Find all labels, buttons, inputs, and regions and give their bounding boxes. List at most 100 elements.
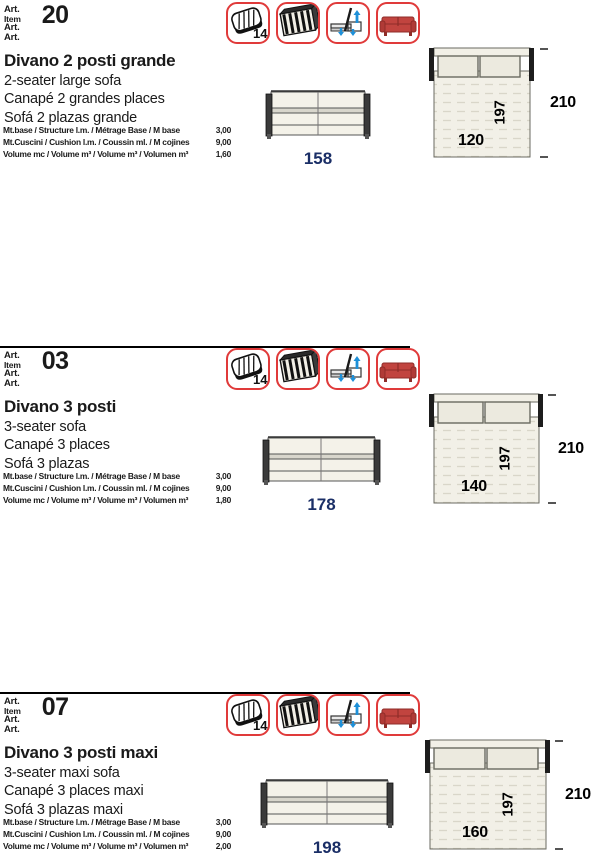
product-name-en: 3-seater maxi sofa (4, 764, 120, 781)
article-label-fr: Art. (4, 368, 20, 380)
sofa-bed-plan-drawing (429, 47, 534, 158)
fabric-stack-icon (276, 694, 320, 736)
article-label-es: Art. (4, 378, 20, 390)
cushion-count: 14 (253, 26, 268, 41)
product-name-en: 2-seater large sofa (4, 72, 122, 89)
front-width-label: 198 (312, 838, 342, 857)
spec-label-cushion: Mt.Cuscini / Cushion l.m. / Coussin ml. … (3, 828, 190, 839)
dimension-tick-top (540, 48, 548, 50)
article-label-fr: Art. (4, 22, 20, 34)
spec-label-volume: Volume mc / Volume m³ / Volume m³ / Volu… (3, 494, 189, 505)
article-label-it: Art. (4, 4, 20, 15)
article-labels: Art. Item Art. Art. (4, 4, 21, 43)
dimension-tick-bottom (555, 848, 563, 850)
plan-total-label: 210 (558, 440, 584, 457)
plan-total-label: 210 (565, 786, 591, 803)
spec-table: Mt.base / Structure l.m. / Métrage Base … (3, 125, 231, 161)
front-elevation: 158 (258, 88, 378, 169)
spec-label-base: Mt.base / Structure l.m. / Métrage Base … (3, 817, 180, 827)
spec-label-cushion: Mt.Cuscini / Cushion l.m. / Coussin ml. … (3, 136, 190, 147)
article-label-es: Art. (4, 724, 20, 736)
product-names: Divano 2 posti grande 2-seater large sof… (4, 50, 176, 127)
product-name-fr: Canapé 2 grandes places (4, 91, 165, 108)
plan-view: 210 197 140 (428, 390, 584, 506)
bed-mechanism-icon (326, 694, 370, 736)
plan-width-label: 160 (462, 824, 488, 841)
spec-row-base: Mt.base / Structure l.m. / Métrage Base … (3, 817, 231, 829)
icon-row: 14 (226, 694, 420, 736)
sofa-bed-plan-drawing (429, 393, 543, 504)
article-label-en: Item (4, 705, 21, 716)
spec-table: Mt.base / Structure l.m. / Métrage Base … (3, 471, 231, 507)
plan-depth-label: 197 (496, 446, 514, 471)
dimension-tick-bottom (548, 502, 556, 504)
product-name-es: Sofá 3 plazas (4, 455, 90, 472)
dimension-tick-bottom (540, 156, 548, 158)
plan-total-label: 210 (550, 94, 576, 111)
front-width-label: 178 (307, 495, 336, 514)
spec-row-volume: Volume mc / Volume m³ / Volume m³ / Volu… (3, 495, 231, 507)
cushion-count: 14 (253, 372, 268, 387)
plan-depth-label: 197 (499, 792, 517, 817)
cushion-icon: 14 (226, 2, 270, 44)
icon-row: 14 (226, 348, 420, 390)
dimension-tick-top (548, 394, 556, 396)
plan-width-label: 120 (458, 132, 484, 149)
article-label-it: Art. (4, 350, 20, 361)
spec-value-volume: 1,60 (215, 148, 232, 159)
product-name-it: Divano 2 posti grande (4, 51, 176, 70)
spec-label-volume: Volume mc / Volume m³ / Volume m³ / Volu… (3, 840, 189, 851)
article-label-es: Art. (4, 32, 20, 44)
spec-row-cushion: Mt.Cuscini / Cushion l.m. / Coussin ml. … (3, 829, 231, 841)
article-label-it: Art. (4, 696, 20, 707)
sofa-icon (376, 2, 420, 44)
product-name-fr: Canapé 3 places (4, 437, 110, 454)
spec-label-volume: Volume mc / Volume m³ / Volume m³ / Volu… (3, 148, 189, 159)
spec-row-volume: Volume mc / Volume m³ / Volume m³ / Volu… (3, 841, 231, 853)
spec-label-base: Mt.base / Structure l.m. / Métrage Base … (3, 471, 180, 481)
sofa-bed-plan-drawing (425, 739, 550, 850)
front-elevation: 198 (253, 777, 401, 858)
spec-value-base: 3,00 (215, 817, 232, 827)
product-name-es: Sofá 2 plazas grande (4, 109, 138, 126)
product-section: Art. Item Art. Art. 07 Divano 3 posti ma… (0, 692, 600, 865)
spec-value-base: 3,00 (215, 471, 232, 481)
front-elevation: 178 (255, 434, 388, 515)
plan-depth-label: 197 (491, 100, 509, 125)
sofa-front-drawing (262, 436, 381, 485)
spec-row-volume: Volume mc / Volume m³ / Volume m³ / Volu… (3, 149, 231, 161)
fabric-stack-icon (276, 348, 320, 390)
article-labels: Art. Item Art. Art. (4, 696, 21, 735)
article-block: Art. Item Art. Art. 20 (4, 1, 69, 43)
article-label-en: Item (4, 13, 21, 24)
spec-row-base: Mt.base / Structure l.m. / Métrage Base … (3, 125, 231, 137)
bed-mechanism-icon (326, 348, 370, 390)
product-section: Art. Item Art. Art. 20 Divano 2 posti gr… (0, 0, 600, 173)
product-name-it: Divano 3 posti (4, 397, 116, 416)
spec-row-cushion: Mt.Cuscini / Cushion l.m. / Coussin ml. … (3, 137, 231, 149)
product-name-en: 3-seater sofa (4, 418, 87, 435)
spec-value-volume: 1,80 (215, 494, 232, 505)
spec-label-base: Mt.base / Structure l.m. / Métrage Base … (3, 125, 180, 135)
sofa-icon (376, 694, 420, 736)
cushion-icon: 14 (226, 694, 270, 736)
cushion-icon: 14 (226, 348, 270, 390)
spec-table: Mt.base / Structure l.m. / Métrage Base … (3, 817, 231, 853)
sofa-icon (376, 348, 420, 390)
article-label-en: Item (4, 359, 21, 370)
article-labels: Art. Item Art. Art. (4, 350, 21, 389)
article-number: 07 (41, 693, 69, 721)
fabric-stack-icon (276, 2, 320, 44)
spec-label-cushion: Mt.Cuscini / Cushion l.m. / Coussin ml. … (3, 482, 190, 493)
spec-row-cushion: Mt.Cuscini / Cushion l.m. / Coussin ml. … (3, 483, 231, 495)
spec-row-base: Mt.base / Structure l.m. / Métrage Base … (3, 471, 231, 483)
plan-view: 210 197 160 (424, 736, 591, 852)
article-block: Art. Item Art. Art. 03 (4, 347, 69, 389)
icon-row: 14 (226, 2, 420, 44)
article-block: Art. Item Art. Art. 07 (4, 693, 69, 735)
cushion-count: 14 (253, 718, 268, 733)
product-names: Divano 3 posti 3-seater sofa Canapé 3 pl… (4, 396, 116, 473)
article-number: 20 (41, 1, 69, 29)
bed-mechanism-icon (326, 2, 370, 44)
